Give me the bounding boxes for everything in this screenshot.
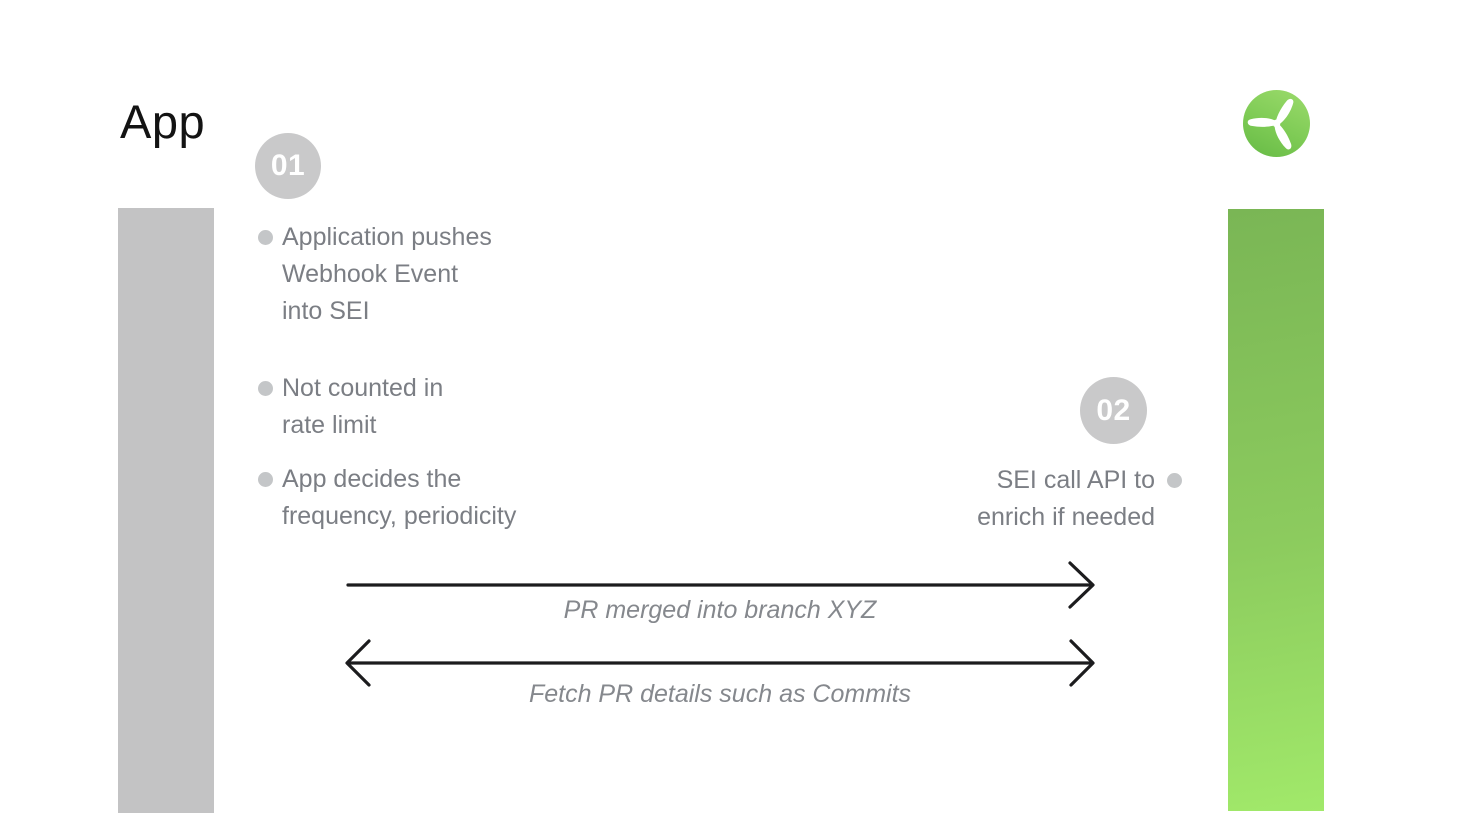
arrow-double [345, 639, 1095, 687]
list-item: App decides the frequency, periodicity [258, 461, 516, 535]
list-item: Application pushes Webhook Event into SE… [258, 219, 492, 330]
step-2-badge: 02 [1080, 377, 1147, 444]
list-item-text: App decides the frequency, periodicity [282, 465, 517, 530]
list-item: Not counted in rate limit [258, 370, 443, 444]
step-2-badge-label: 02 [1096, 393, 1131, 427]
list-item-text: Application pushes Webhook Event into SE… [282, 223, 492, 325]
step-1-badge: 01 [255, 133, 321, 199]
list-item-text: SEI call API to enrich if needed [977, 466, 1155, 531]
right-green-bar [1228, 209, 1324, 811]
arrow-right [346, 561, 1095, 609]
bullet-dot-icon [258, 381, 273, 396]
bullet-dot-icon [258, 230, 273, 245]
arrow-label: PR merged into branch XYZ [563, 596, 877, 624]
bullet-dot-icon [1167, 473, 1182, 488]
page-title: App [120, 95, 206, 148]
step-1-badge-label: 01 [270, 149, 306, 182]
wind-turbine-icon [1243, 90, 1310, 157]
left-gray-bar [118, 208, 214, 813]
list-item: SEI call API to enrich if needed [977, 462, 1182, 536]
bullet-dot-icon [258, 472, 273, 487]
list-item-text: Not counted in rate limit [282, 374, 444, 439]
arrow-label: Fetch PR details such as Commits [528, 680, 912, 708]
